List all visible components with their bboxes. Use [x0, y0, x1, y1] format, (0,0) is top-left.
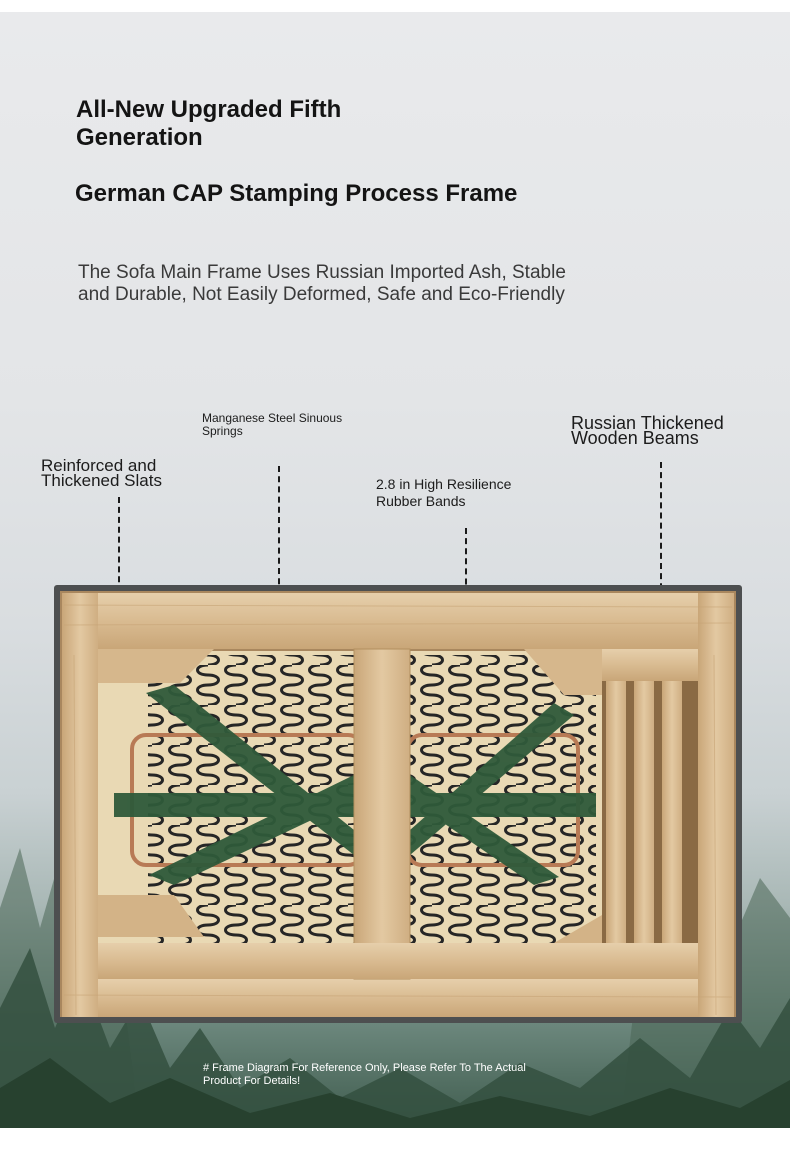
frame-inner-bottom-bar	[98, 943, 698, 979]
leader-line-springs	[278, 466, 280, 676]
frame-bottom-rail	[62, 979, 734, 1017]
frame-illustration	[60, 591, 736, 1017]
frame-top-rail	[62, 593, 734, 649]
page-title: All-New Upgraded Fifth Generation	[76, 96, 342, 151]
callout-slats: Reinforced and Thickened Slats	[41, 456, 162, 490]
thick-beam-1	[606, 681, 626, 943]
background-scene: All-New Upgraded Fifth Generation German…	[0, 12, 790, 1128]
disclaimer-note: # Frame Diagram For Reference Only, Plea…	[203, 1062, 526, 1087]
sofa-frame-diagram	[54, 585, 742, 1023]
corner-block-bottom-left	[98, 895, 204, 937]
thick-beam-2	[634, 681, 654, 943]
corner-block-top-left	[98, 649, 214, 683]
leader-line-slats	[118, 497, 120, 612]
frame-left-rail	[62, 593, 98, 1017]
callout-beams: Russian Thickened Wooden Beams	[571, 413, 724, 448]
center-beam	[354, 649, 410, 979]
page-subtitle: German CAP Stamping Process Frame	[75, 180, 518, 207]
thick-beam-3	[662, 681, 682, 943]
callout-bands: 2.8 in High Resilience Rubber Bands	[376, 476, 512, 509]
callout-springs: Manganese Steel Sinuous Springs	[202, 411, 343, 438]
frame-description: The Sofa Main Frame Uses Russian Importe…	[78, 262, 566, 305]
corner-block-top-right	[524, 649, 602, 695]
leader-line-beams	[660, 462, 662, 670]
frame-inner-top-bar	[602, 649, 698, 681]
